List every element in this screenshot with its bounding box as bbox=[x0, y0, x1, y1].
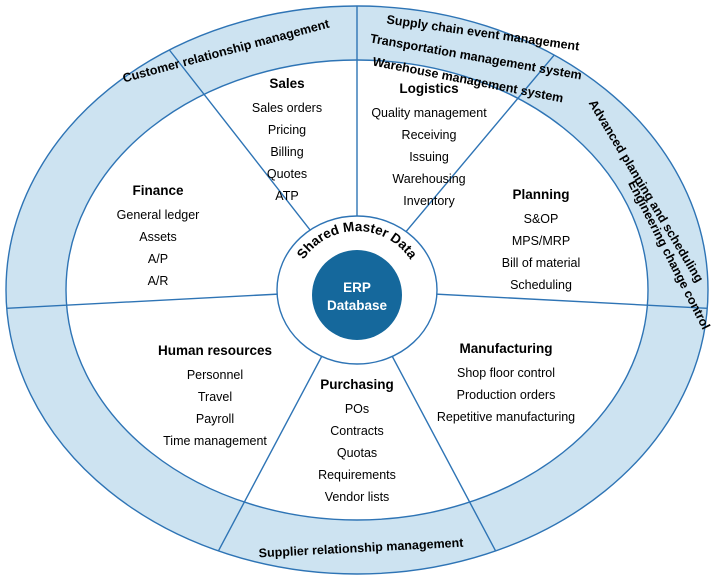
segment-item: S&OP bbox=[523, 212, 559, 226]
segment-title: Manufacturing bbox=[459, 341, 553, 356]
segment-planning: Planning S&OP MPS/MRP Bill of material S… bbox=[456, 185, 626, 296]
segment-item: Shop floor control bbox=[457, 366, 555, 380]
segment-logistics: Logistics Quality management Receiving I… bbox=[339, 79, 519, 212]
segment-item: ATP bbox=[275, 189, 299, 203]
segment-item: Billing bbox=[270, 145, 304, 159]
segment-item: Warehousing bbox=[392, 172, 466, 186]
segment-sales: Sales Sales orders Pricing Billing Quote… bbox=[207, 74, 367, 207]
database-label: Database bbox=[327, 298, 388, 313]
segment-title: Sales bbox=[269, 76, 305, 91]
segment-item: Production orders bbox=[456, 388, 556, 402]
segment-item: Assets bbox=[139, 230, 177, 244]
segment-item: General ledger bbox=[116, 208, 200, 222]
segment-item: Contracts bbox=[330, 424, 384, 438]
segment-item: MPS/MRP bbox=[511, 234, 571, 248]
segment-item: Requirements bbox=[318, 468, 396, 482]
segment-purchasing: Purchasing POs Contracts Quotas Requirem… bbox=[272, 375, 442, 508]
segment-item: POs bbox=[344, 402, 370, 416]
segment-title: Logistics bbox=[399, 81, 459, 96]
segment-item: Issuing bbox=[409, 150, 449, 164]
segment-manufacturing: Manufacturing Shop floor control Product… bbox=[401, 339, 611, 428]
segment-finance: Finance General ledger Assets A/P A/R bbox=[78, 181, 238, 292]
segment-item: Repetitive manufacturing bbox=[436, 410, 576, 424]
segment-title: Finance bbox=[132, 183, 184, 198]
erp-label: ERP bbox=[343, 280, 371, 295]
erp-database-circle bbox=[312, 250, 402, 340]
segment-item: Personnel bbox=[186, 368, 244, 382]
segment-title: Human resources bbox=[157, 343, 273, 358]
segment-item: Bill of material bbox=[501, 256, 581, 270]
segment-item: Quotes bbox=[266, 167, 308, 181]
segment-item: Quotas bbox=[336, 446, 378, 460]
segment-item: Travel bbox=[197, 390, 233, 404]
segment-title: Purchasing bbox=[320, 377, 394, 392]
segment-item: A/R bbox=[147, 274, 169, 288]
segment-item: Pricing bbox=[267, 123, 307, 137]
segment-title: Planning bbox=[512, 187, 570, 202]
segment-item: Payroll bbox=[195, 412, 235, 426]
segment-item: Inventory bbox=[403, 194, 455, 208]
segment-item: Sales orders bbox=[251, 101, 323, 115]
segment-human-resources: Human resources Personnel Travel Payroll… bbox=[120, 341, 310, 452]
segment-item: Scheduling bbox=[510, 278, 572, 292]
segment-item: Vendor lists bbox=[324, 490, 390, 504]
segment-item: A/P bbox=[147, 252, 169, 266]
segment-item: Quality management bbox=[371, 106, 487, 120]
segment-item: Receiving bbox=[401, 128, 457, 142]
segment-item: Time management bbox=[163, 434, 267, 448]
